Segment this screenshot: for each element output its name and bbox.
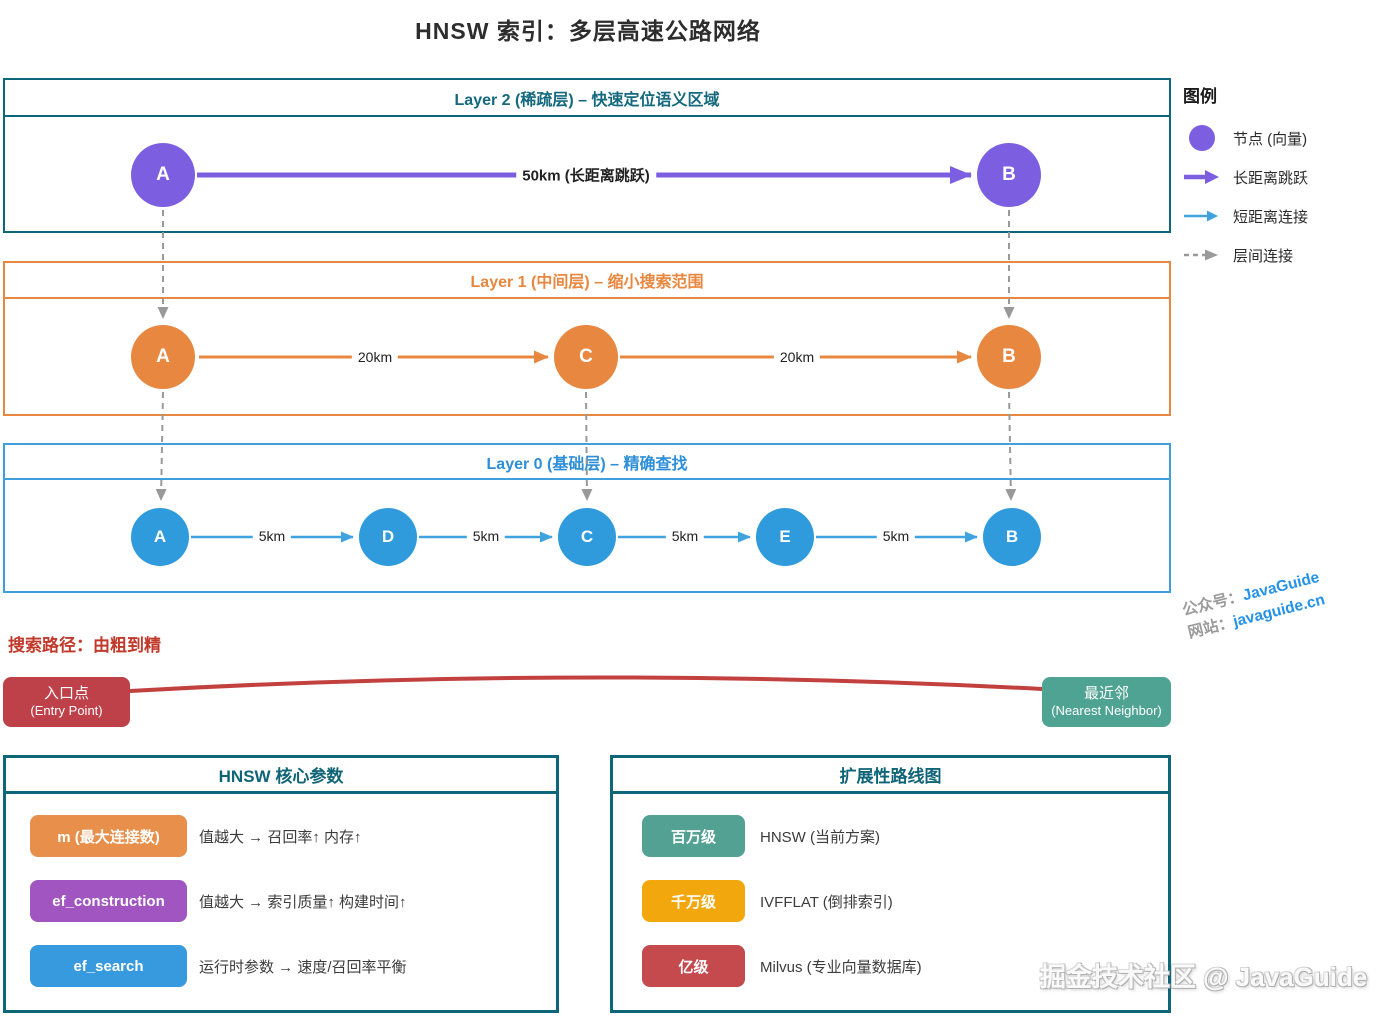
hnsw-params-panel: HNSW 核心参数 m (最大连接数) 值越大 → 召回率↑ 内存↑ ef_co… — [3, 755, 559, 1013]
nearest-neighbor-box: 最近邻 (Nearest Neighbor) — [1042, 677, 1171, 727]
param-row-ef-search: ef_search 运行时参数 → 速度/召回率平衡 — [6, 945, 556, 987]
edge-label-50km: 50km (长距离跳跃) — [516, 163, 656, 187]
edge-label-5km-4: 5km — [876, 527, 916, 545]
legend-item-node: 节点 (向量) — [1183, 125, 1383, 151]
inter-layer-dashed-arrow-icon — [1183, 248, 1221, 262]
legend-item-label: 层间连接 — [1233, 247, 1294, 265]
edge-label-5km-2: 5km — [466, 527, 506, 545]
watermark-bottom: 掘金技术社区 @ JavaGuide — [1040, 962, 1368, 992]
short-link-arrow-icon — [1183, 209, 1221, 223]
roadmap-row-hundreds-of-millions: 亿级 Milvus (专业向量数据库) — [613, 945, 1168, 987]
long-jump-arrow-icon — [1183, 168, 1221, 186]
layer2-box: Layer 2 (稀疏层) – 快速定位语义区域 — [3, 78, 1171, 233]
nearest-neighbor-label-cn: 最近邻 — [1083, 684, 1129, 702]
node-l0-a: A — [131, 508, 189, 566]
node-l0-e: E — [756, 508, 814, 566]
page-title: HNSW 索引：多层高速公路网络 — [415, 18, 761, 44]
legend-item-label: 节点 (向量) — [1233, 130, 1308, 148]
search-path-heading: 搜索路径：由粗到精 — [8, 636, 161, 655]
edge-label-20km-1: 20km — [351, 348, 399, 366]
param-desc-ef-search: 运行时参数 → 速度/召回率平衡 — [199, 958, 407, 976]
node-l2-a: A — [131, 143, 195, 207]
hnsw-params-title: HNSW 核心参数 — [6, 758, 556, 794]
roadmap-desc-hundreds-of-millions: Milvus (专业向量数据库) — [760, 958, 922, 976]
legend-item-label: 短距离连接 — [1233, 208, 1309, 226]
scalability-roadmap-panel: 扩展性路线图 百万级 HNSW (当前方案) 千万级 IVFFLAT (倒排索引… — [610, 755, 1171, 1013]
roadmap-row-tens-of-millions: 千万级 IVFFLAT (倒排索引) — [613, 880, 1168, 922]
param-desc-m: 值越大 → 召回率↑ 内存↑ — [199, 828, 362, 846]
watermark-rotated: 公众号：JavaGuide 网站：javaguide.cn — [1180, 566, 1327, 645]
node-l1-a: A — [131, 325, 195, 389]
entry-point-label-cn: 入口点 — [43, 684, 89, 702]
legend-item-short-link: 短距离连接 — [1183, 203, 1383, 229]
layer1-title: Layer 1 (中间层) – 缩小搜索范围 — [5, 263, 1169, 299]
node-dot-icon — [1183, 125, 1221, 151]
legend-title: 图例 — [1183, 87, 1217, 106]
param-badge-ef-construction: ef_construction — [30, 880, 187, 922]
search-path-curve — [129, 675, 1043, 693]
node-l0-b: B — [983, 508, 1041, 566]
node-l2-b: B — [977, 143, 1041, 207]
edge-label-5km-3: 5km — [665, 527, 705, 545]
param-badge-m: m (最大连接数) — [30, 815, 187, 857]
scalability-roadmap-title: 扩展性路线图 — [613, 758, 1168, 794]
legend: 图例 节点 (向量) 长距离跳跃 短距离连接 — [1183, 82, 1383, 281]
node-l0-c: C — [558, 508, 616, 566]
roadmap-badge-hundreds-of-millions: 亿级 — [642, 945, 745, 987]
legend-item-label: 长距离跳跃 — [1233, 169, 1309, 187]
param-badge-ef-search: ef_search — [30, 945, 187, 987]
roadmap-badge-millions: 百万级 — [642, 815, 745, 857]
roadmap-desc-millions: HNSW (当前方案) — [760, 828, 880, 846]
node-l0-d: D — [359, 508, 417, 566]
layer2-title: Layer 2 (稀疏层) – 快速定位语义区域 — [5, 80, 1169, 117]
roadmap-row-millions: 百万级 HNSW (当前方案) — [613, 815, 1168, 857]
node-l1-c: C — [554, 325, 618, 389]
param-row-m: m (最大连接数) 值越大 → 召回率↑ 内存↑ — [6, 815, 556, 857]
entry-point-label-en: (Entry Point) — [30, 703, 103, 719]
roadmap-desc-tens-of-millions: IVFFLAT (倒排索引) — [760, 893, 893, 911]
entry-point-box: 入口点 (Entry Point) — [3, 677, 130, 727]
legend-item-long-jump: 长距离跳跃 — [1183, 164, 1383, 190]
param-desc-ef-construction: 值越大 → 索引质量↑ 构建时间↑ — [199, 893, 407, 911]
param-row-ef-construction: ef_construction 值越大 → 索引质量↑ 构建时间↑ — [6, 880, 556, 922]
roadmap-badge-tens-of-millions: 千万级 — [642, 880, 745, 922]
node-l1-b: B — [977, 325, 1041, 389]
layer0-title: Layer 0 (基础层) – 精确查找 — [5, 445, 1169, 480]
nearest-neighbor-label-en: (Nearest Neighbor) — [1051, 703, 1162, 719]
edge-label-20km-2: 20km — [773, 348, 821, 366]
edge-label-5km-1: 5km — [252, 527, 292, 545]
legend-item-inter-layer: 层间连接 — [1183, 242, 1383, 268]
